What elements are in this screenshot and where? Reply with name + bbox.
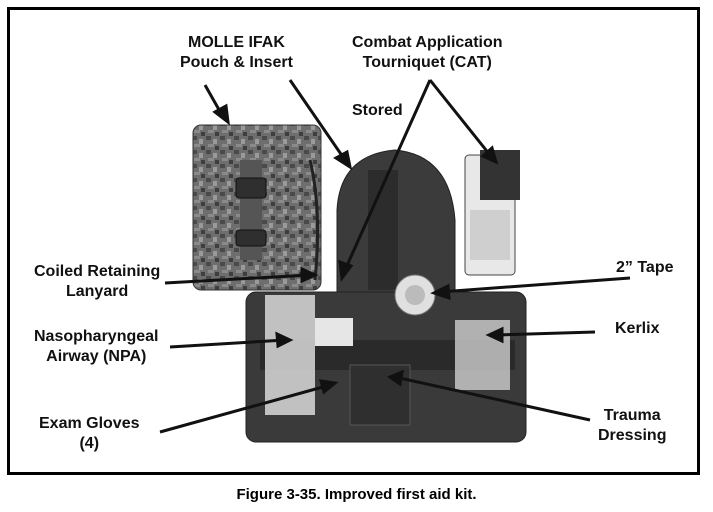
label-cat-line1: Combat Application: [352, 34, 503, 51]
label-gloves-line2: (4): [79, 435, 100, 452]
label-npa-line1: Nasopharyngeal: [34, 328, 159, 345]
label-stored: Stored: [352, 102, 403, 119]
label-gloves-line1: Exam Gloves: [39, 415, 140, 432]
label-molle-ifak: MOLLE IFAK Pouch & Insert: [180, 33, 293, 73]
label-lanyard: Coiled Retaining Lanyard: [34, 262, 160, 302]
figure-frame: [7, 7, 700, 475]
label-npa-line2: Airway (NPA): [46, 348, 147, 365]
label-molle-line1: MOLLE IFAK: [188, 34, 285, 51]
label-gloves: Exam Gloves (4): [39, 414, 140, 454]
label-cat: Combat Application Tourniquet (CAT): [352, 33, 503, 73]
label-dressing: Trauma Dressing: [598, 406, 666, 446]
first-aid-kit-photo: [192, 124, 527, 443]
label-kerlix: Kerlix: [615, 320, 660, 337]
label-molle-line2: Pouch & Insert: [180, 54, 293, 71]
label-dressing-line2: Dressing: [598, 427, 667, 444]
label-tape: 2” Tape: [616, 259, 674, 276]
figure-caption: Figure 3-35. Improved first aid kit.: [236, 486, 477, 503]
label-lanyard-line1: Coiled Retaining: [34, 263, 161, 280]
label-npa: Nasopharyngeal Airway (NPA): [34, 327, 158, 367]
tourniquet: [464, 150, 520, 276]
ifak-pouch: [192, 124, 322, 291]
label-dressing-line1: Trauma: [603, 407, 661, 424]
label-cat-line2: Tourniquet (CAT): [362, 54, 492, 71]
label-lanyard-line2: Lanyard: [65, 283, 129, 300]
